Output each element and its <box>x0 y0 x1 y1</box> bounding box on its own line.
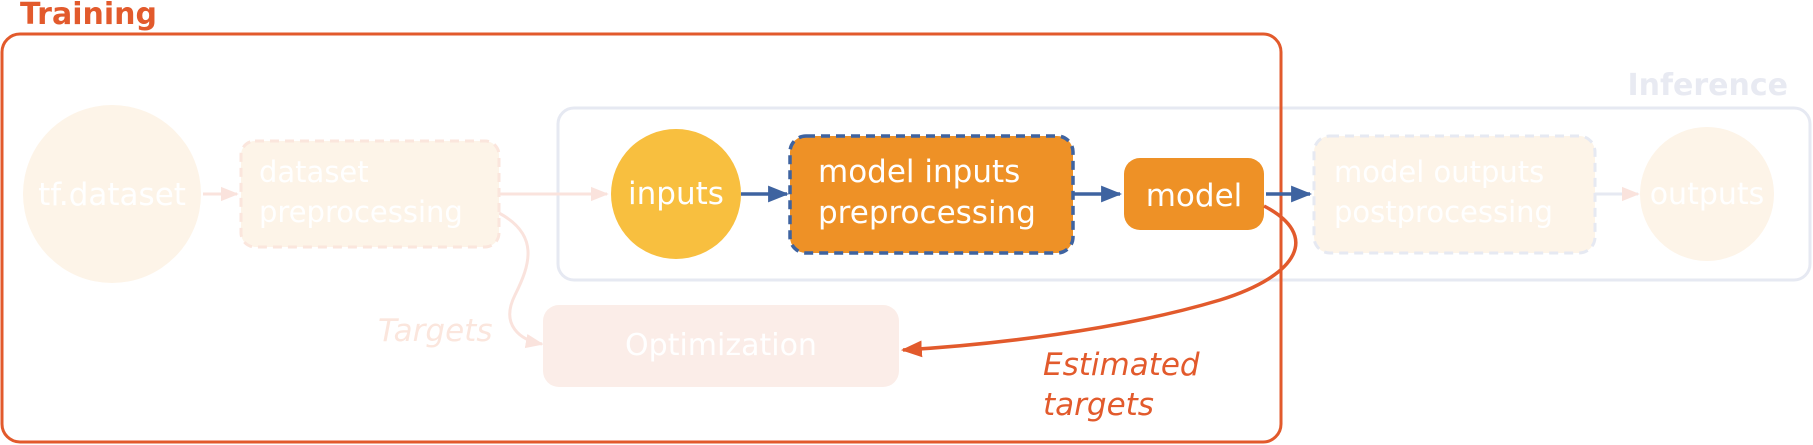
node-model-outputs-postprocessing-line2: postprocessing <box>1334 195 1553 229</box>
node-outputs <box>1640 127 1774 261</box>
label-targets: Targets <box>378 313 492 349</box>
node-model <box>1124 158 1264 230</box>
node-model-outputs-postprocessing-line1: model outputs <box>1334 155 1544 189</box>
node-tf-dataset-label: tf.dataset <box>38 177 186 213</box>
node-dataset-preprocessing-line1: dataset <box>259 155 369 189</box>
node-tf-dataset <box>23 105 201 283</box>
node-model-inputs-preprocessing-line2: preprocessing <box>818 195 1036 231</box>
node-inputs <box>611 129 741 259</box>
label-estimated-targets-line2: targets <box>1043 387 1154 423</box>
edge-targets <box>498 211 544 349</box>
training-title: Training <box>20 0 157 32</box>
node-outputs-label: outputs <box>1650 177 1765 212</box>
label-estimated-targets-line1: Estimated <box>1043 347 1200 383</box>
edge-estimated-targets <box>900 204 1298 358</box>
node-dataset-preprocessing <box>239 139 501 249</box>
node-inputs-label: inputs <box>628 176 724 212</box>
inference-title: Inference <box>1627 68 1788 103</box>
node-optimization-label: Optimization <box>625 328 817 363</box>
node-dataset-preprocessing-line2: preprocessing <box>259 195 463 229</box>
node-optimization <box>543 305 899 387</box>
node-model-inputs-preprocessing-line1: model inputs <box>818 154 1020 190</box>
training-container <box>0 32 1283 444</box>
node-model-label: model <box>1146 178 1243 214</box>
node-model-outputs-postprocessing <box>1312 134 1597 255</box>
